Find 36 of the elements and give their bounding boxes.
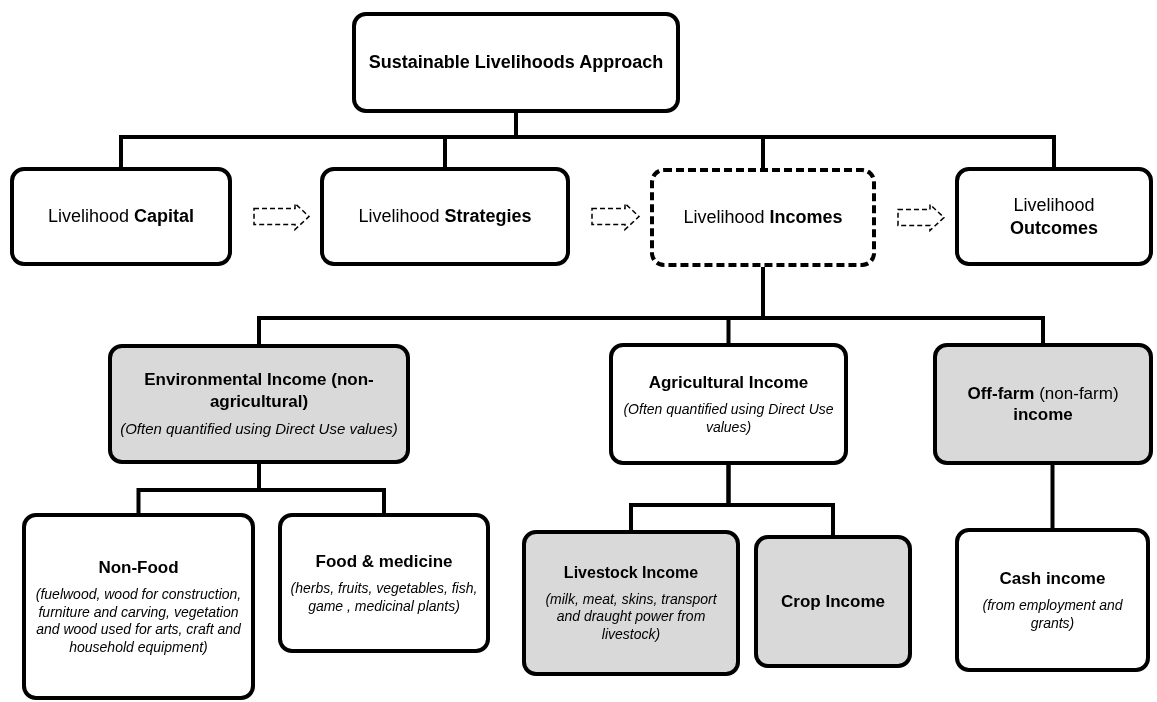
income-source-box [22, 513, 255, 700]
block-arrow [897, 202, 946, 233]
box-description: (Often quantified using Direct Use values) [120, 419, 398, 439]
income-source-box [955, 528, 1150, 672]
box-description: (from employment and grants) [981, 597, 1124, 633]
box-heading: Livelihood Capital [47, 205, 195, 228]
income-source-box [278, 513, 490, 653]
box-heading: Cash income [999, 567, 1106, 590]
box-heading: Livestock Income [563, 562, 699, 583]
income-box [108, 344, 410, 464]
income-source-box [522, 530, 740, 676]
box-description: (herbs, fruits, vegetables, fish, game , medicinal plants) [290, 580, 478, 616]
connector-line [257, 464, 386, 513]
stage-box [320, 167, 570, 266]
stage-box [955, 167, 1153, 266]
box-description: (milk, meat, skins, transport and draught power from livestock) [544, 590, 718, 644]
box-description: (fuelwood, wood for construction, furniture and carving, vegetation and wood used for arts, craft and household equipment) [34, 586, 243, 657]
box-heading: Crop Income [781, 590, 885, 613]
income-box [609, 343, 848, 465]
box-description: (Often quantified using Direct Use values) [622, 401, 835, 437]
box-heading: Livelihood Strategies [358, 205, 532, 228]
income-source-box [754, 535, 912, 668]
box-heading: Off-farm (non-farm) income [966, 382, 1120, 426]
box-heading: Food & medicine [315, 550, 453, 573]
box-heading: Sustainable Livelihoods Approach [368, 51, 664, 74]
box-heading: Livelihood Incomes [683, 206, 843, 229]
income-box [933, 343, 1153, 465]
connector-line [1050, 465, 1055, 528]
connector-line [726, 465, 835, 535]
stage-box [10, 167, 232, 266]
stage-box [650, 168, 876, 267]
box-heading: Agricultural Income [648, 371, 809, 394]
approach-box [352, 12, 680, 113]
box-heading: Non-Food [98, 556, 179, 579]
box-heading: Livelihood Outcomes [1009, 194, 1099, 239]
box-heading: Environmental Income (non-agricultural) [143, 369, 375, 412]
